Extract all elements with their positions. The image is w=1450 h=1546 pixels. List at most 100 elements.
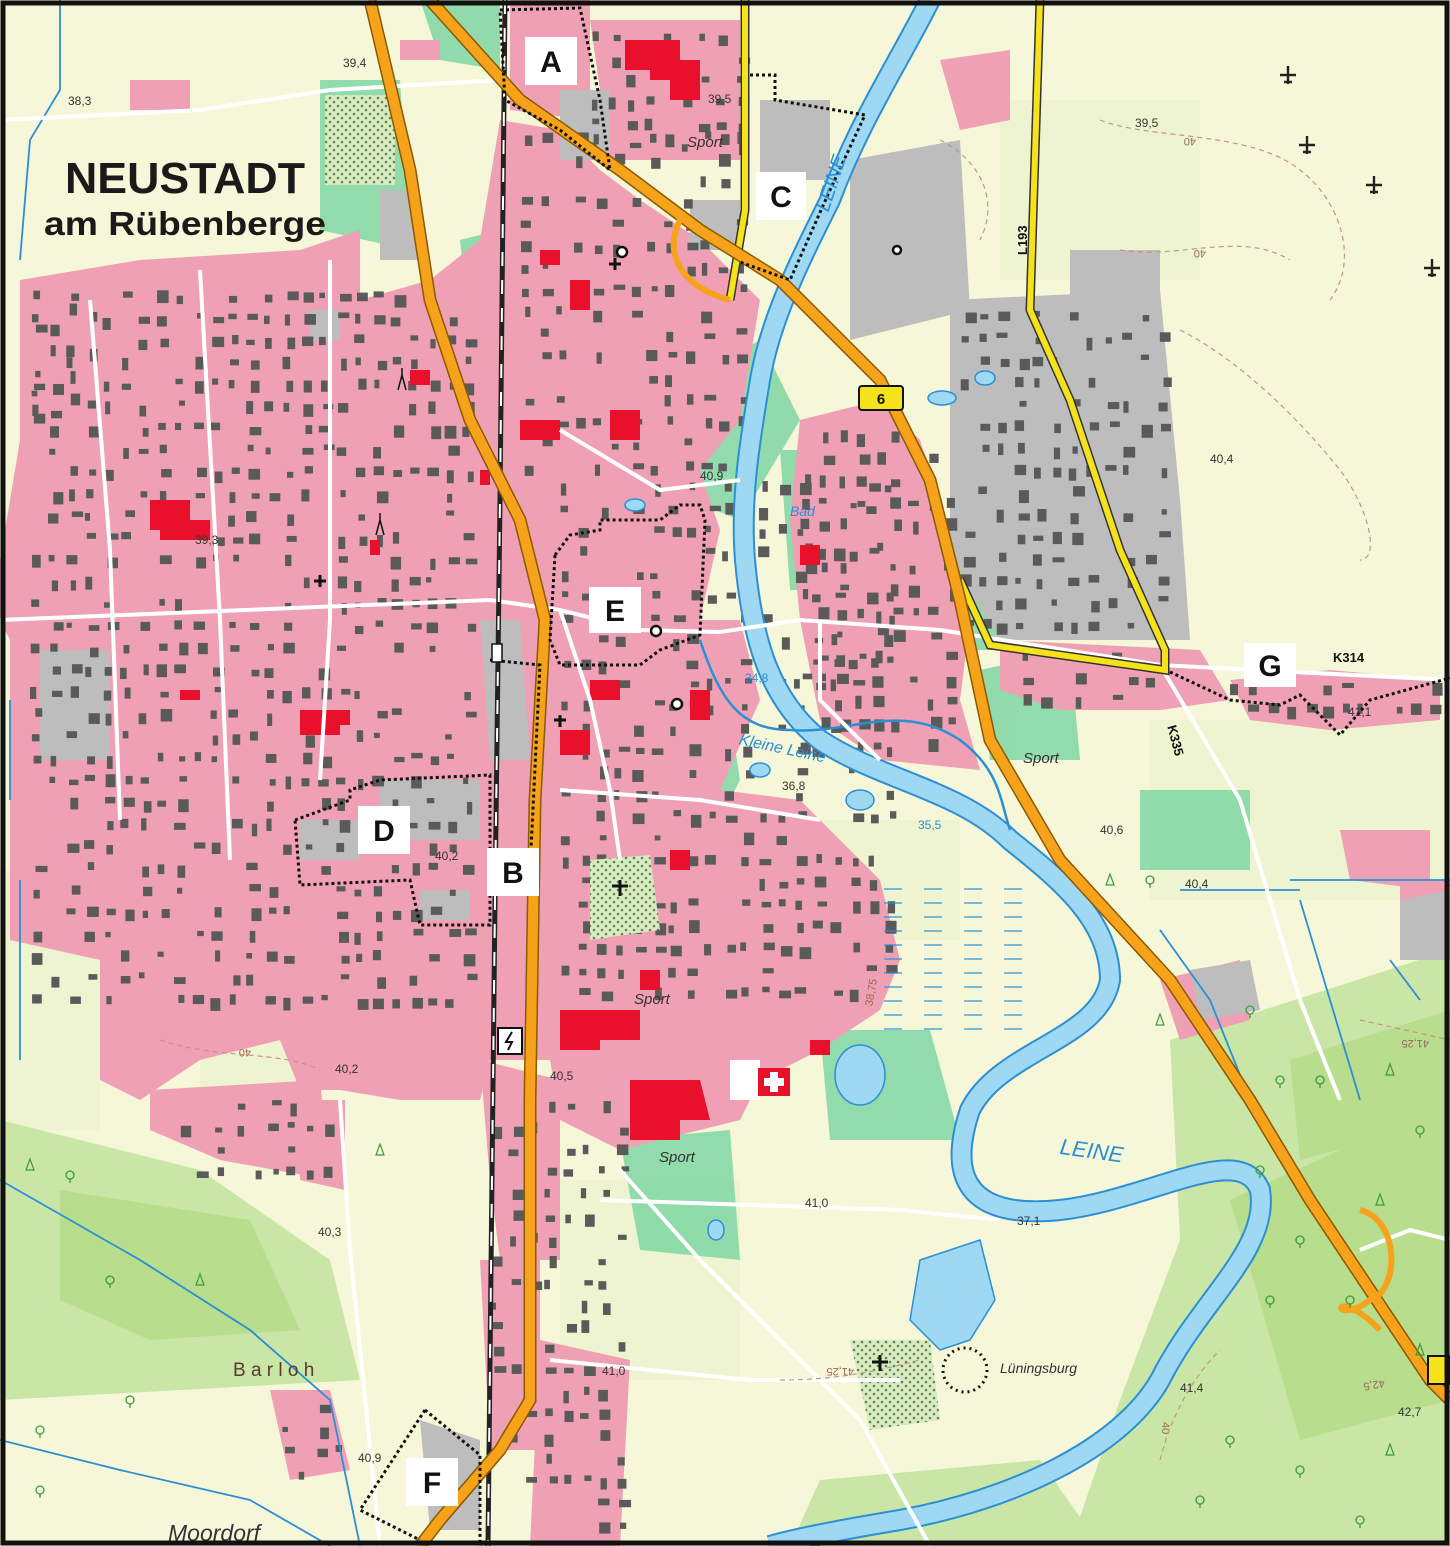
- building: [849, 551, 858, 562]
- building: [672, 527, 682, 537]
- building: [840, 518, 848, 530]
- building: [1033, 467, 1041, 479]
- building: [794, 679, 800, 689]
- building: [266, 951, 278, 962]
- building: [616, 1144, 629, 1156]
- building: [663, 33, 672, 42]
- building: [1019, 358, 1030, 371]
- building: [285, 554, 292, 567]
- building: [737, 263, 744, 274]
- building: [358, 378, 367, 390]
- building: [70, 466, 78, 476]
- building: [802, 589, 809, 600]
- building: [356, 292, 368, 302]
- building: [521, 288, 529, 298]
- building: [463, 954, 476, 967]
- building: [857, 608, 864, 619]
- elev-40-9a: 40,9: [700, 469, 724, 483]
- building: [855, 695, 862, 709]
- building: [282, 356, 291, 370]
- building: [670, 726, 676, 737]
- building: [779, 990, 792, 999]
- building: [799, 483, 812, 496]
- building: [246, 953, 253, 959]
- building: [232, 734, 241, 745]
- building: [69, 779, 79, 786]
- building: [602, 1303, 611, 1315]
- building: [230, 645, 240, 652]
- building: [650, 573, 658, 580]
- building: [32, 404, 39, 417]
- building: [612, 57, 621, 69]
- building: [857, 501, 866, 507]
- building: [447, 753, 454, 759]
- building: [1052, 531, 1062, 545]
- building: [391, 579, 399, 592]
- building: [576, 417, 586, 429]
- building: [633, 442, 640, 451]
- building: [668, 925, 674, 934]
- building: [428, 862, 439, 870]
- building: [303, 752, 313, 765]
- elev-40-3: 40,3: [318, 1225, 342, 1239]
- building: [84, 840, 95, 849]
- building: [927, 606, 939, 615]
- svg-text:D: D: [373, 815, 395, 848]
- building: [1248, 704, 1260, 712]
- building: [706, 678, 713, 691]
- building: [654, 857, 666, 865]
- building: [194, 752, 202, 762]
- building: [1036, 579, 1043, 590]
- elevation-labels: 38,3 39,4 39,5 39,5 39,3 40,9 40,4 34,8 …: [68, 56, 1422, 1465]
- building: [726, 592, 737, 599]
- building: [337, 576, 348, 589]
- elev-42-7: 42,7: [1398, 1405, 1422, 1419]
- elev-39-4: 39,4: [343, 56, 367, 70]
- building: [249, 623, 260, 630]
- building: [560, 836, 570, 846]
- building: [321, 756, 333, 769]
- place-barloh: B a r l o h: [233, 1360, 314, 1381]
- building: [598, 661, 607, 675]
- building: [563, 1390, 569, 1404]
- building: [247, 313, 258, 320]
- building: [196, 1171, 209, 1179]
- building: [666, 331, 674, 343]
- building: [430, 339, 436, 349]
- building: [690, 681, 700, 688]
- building: [740, 942, 747, 951]
- building: [391, 708, 402, 715]
- building: [358, 779, 364, 791]
- poi-circles: [615, 244, 903, 711]
- building: [667, 416, 674, 425]
- building: [267, 801, 274, 812]
- building: [763, 924, 774, 933]
- building: [673, 615, 686, 623]
- building: [341, 603, 347, 615]
- building: [66, 731, 78, 739]
- building: [531, 1281, 543, 1291]
- contour-40c: 40: [239, 1046, 251, 1058]
- building: [1017, 534, 1026, 545]
- building: [727, 944, 737, 953]
- building: [1108, 598, 1118, 609]
- building: [105, 774, 116, 788]
- building: [88, 713, 100, 724]
- building: [1053, 467, 1062, 478]
- building: [179, 642, 189, 656]
- building: [211, 756, 218, 763]
- building: [796, 856, 808, 866]
- building: [688, 898, 699, 906]
- building: [375, 620, 384, 627]
- building: [594, 245, 603, 255]
- building: [377, 711, 388, 719]
- sport-label-2: Sport: [1023, 750, 1060, 767]
- building: [700, 176, 706, 188]
- building: [176, 295, 183, 305]
- building: [982, 444, 990, 452]
- building: [871, 814, 879, 824]
- building: [215, 1127, 223, 1133]
- building: [673, 639, 680, 652]
- building: [601, 507, 609, 520]
